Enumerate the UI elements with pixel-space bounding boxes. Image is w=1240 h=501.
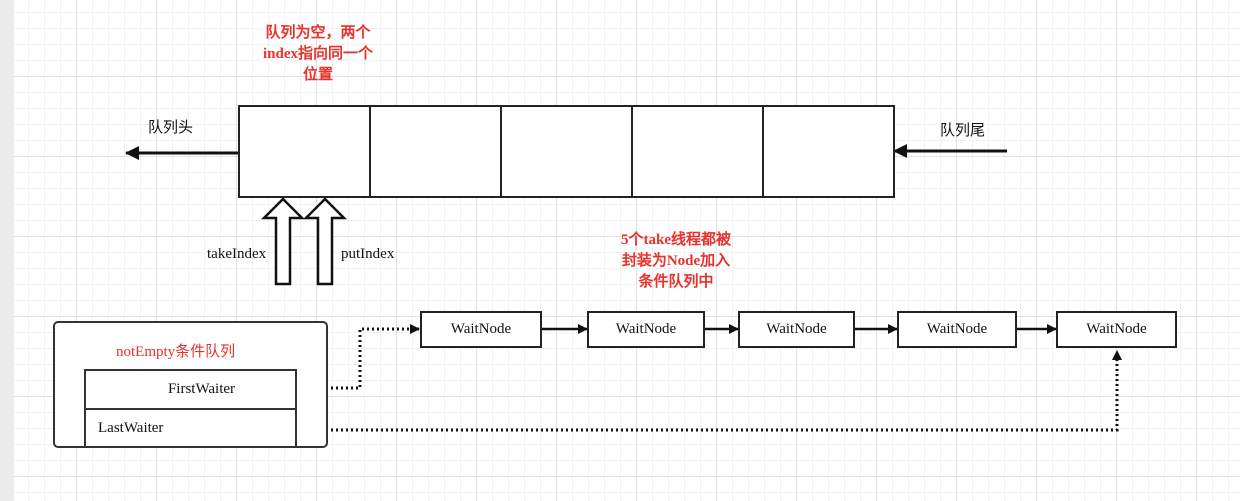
last-waiter-field: LastWaiter [84, 408, 297, 448]
wait-node: WaitNode [1056, 311, 1177, 348]
queue-cell [762, 105, 895, 198]
annotation-line: 5个take线程都被 [621, 232, 731, 248]
annotation-line: 封装为Node加入 [621, 253, 731, 269]
left-edge-bar [0, 0, 14, 501]
take-index-label: takeIndex [207, 246, 267, 262]
first-waiter-field: FirstWaiter [84, 369, 297, 410]
put-index-arrow [302, 197, 348, 286]
condition-queue-title: notEmpty条件队列 [116, 344, 236, 360]
put-index-label: putIndex [341, 246, 395, 262]
annotation-line: index指向同一个 [262, 46, 373, 62]
queue-cell [238, 105, 371, 198]
queue-cell [500, 105, 633, 198]
last-waiter-label: LastWaiter [98, 419, 164, 436]
empty-queue-annotation: 队列为空，两个 index指向同一个 位置 [238, 23, 398, 86]
queue-tail-label: 队列尾 [940, 123, 986, 139]
last-waiter-link [296, 350, 1122, 432]
wait-node: WaitNode [587, 311, 705, 348]
wait-node: WaitNode [738, 311, 855, 348]
wait-node: WaitNode [897, 311, 1017, 348]
annotation-line: 队列为空，两个 [265, 25, 371, 41]
take-index-arrow [260, 197, 306, 286]
take-threads-annotation: 5个take线程都被 封装为Node加入 条件队列中 [606, 230, 746, 293]
first-waiter-label: FirstWaiter [167, 381, 236, 397]
queue-head-label: 队列头 [148, 120, 194, 136]
annotation-line: 条件队列中 [638, 274, 714, 290]
first-waiter-link [296, 324, 420, 390]
queue-cell [369, 105, 502, 198]
queue-cell [631, 105, 764, 198]
annotation-line: 位置 [302, 67, 333, 83]
wait-node: WaitNode [420, 311, 542, 348]
